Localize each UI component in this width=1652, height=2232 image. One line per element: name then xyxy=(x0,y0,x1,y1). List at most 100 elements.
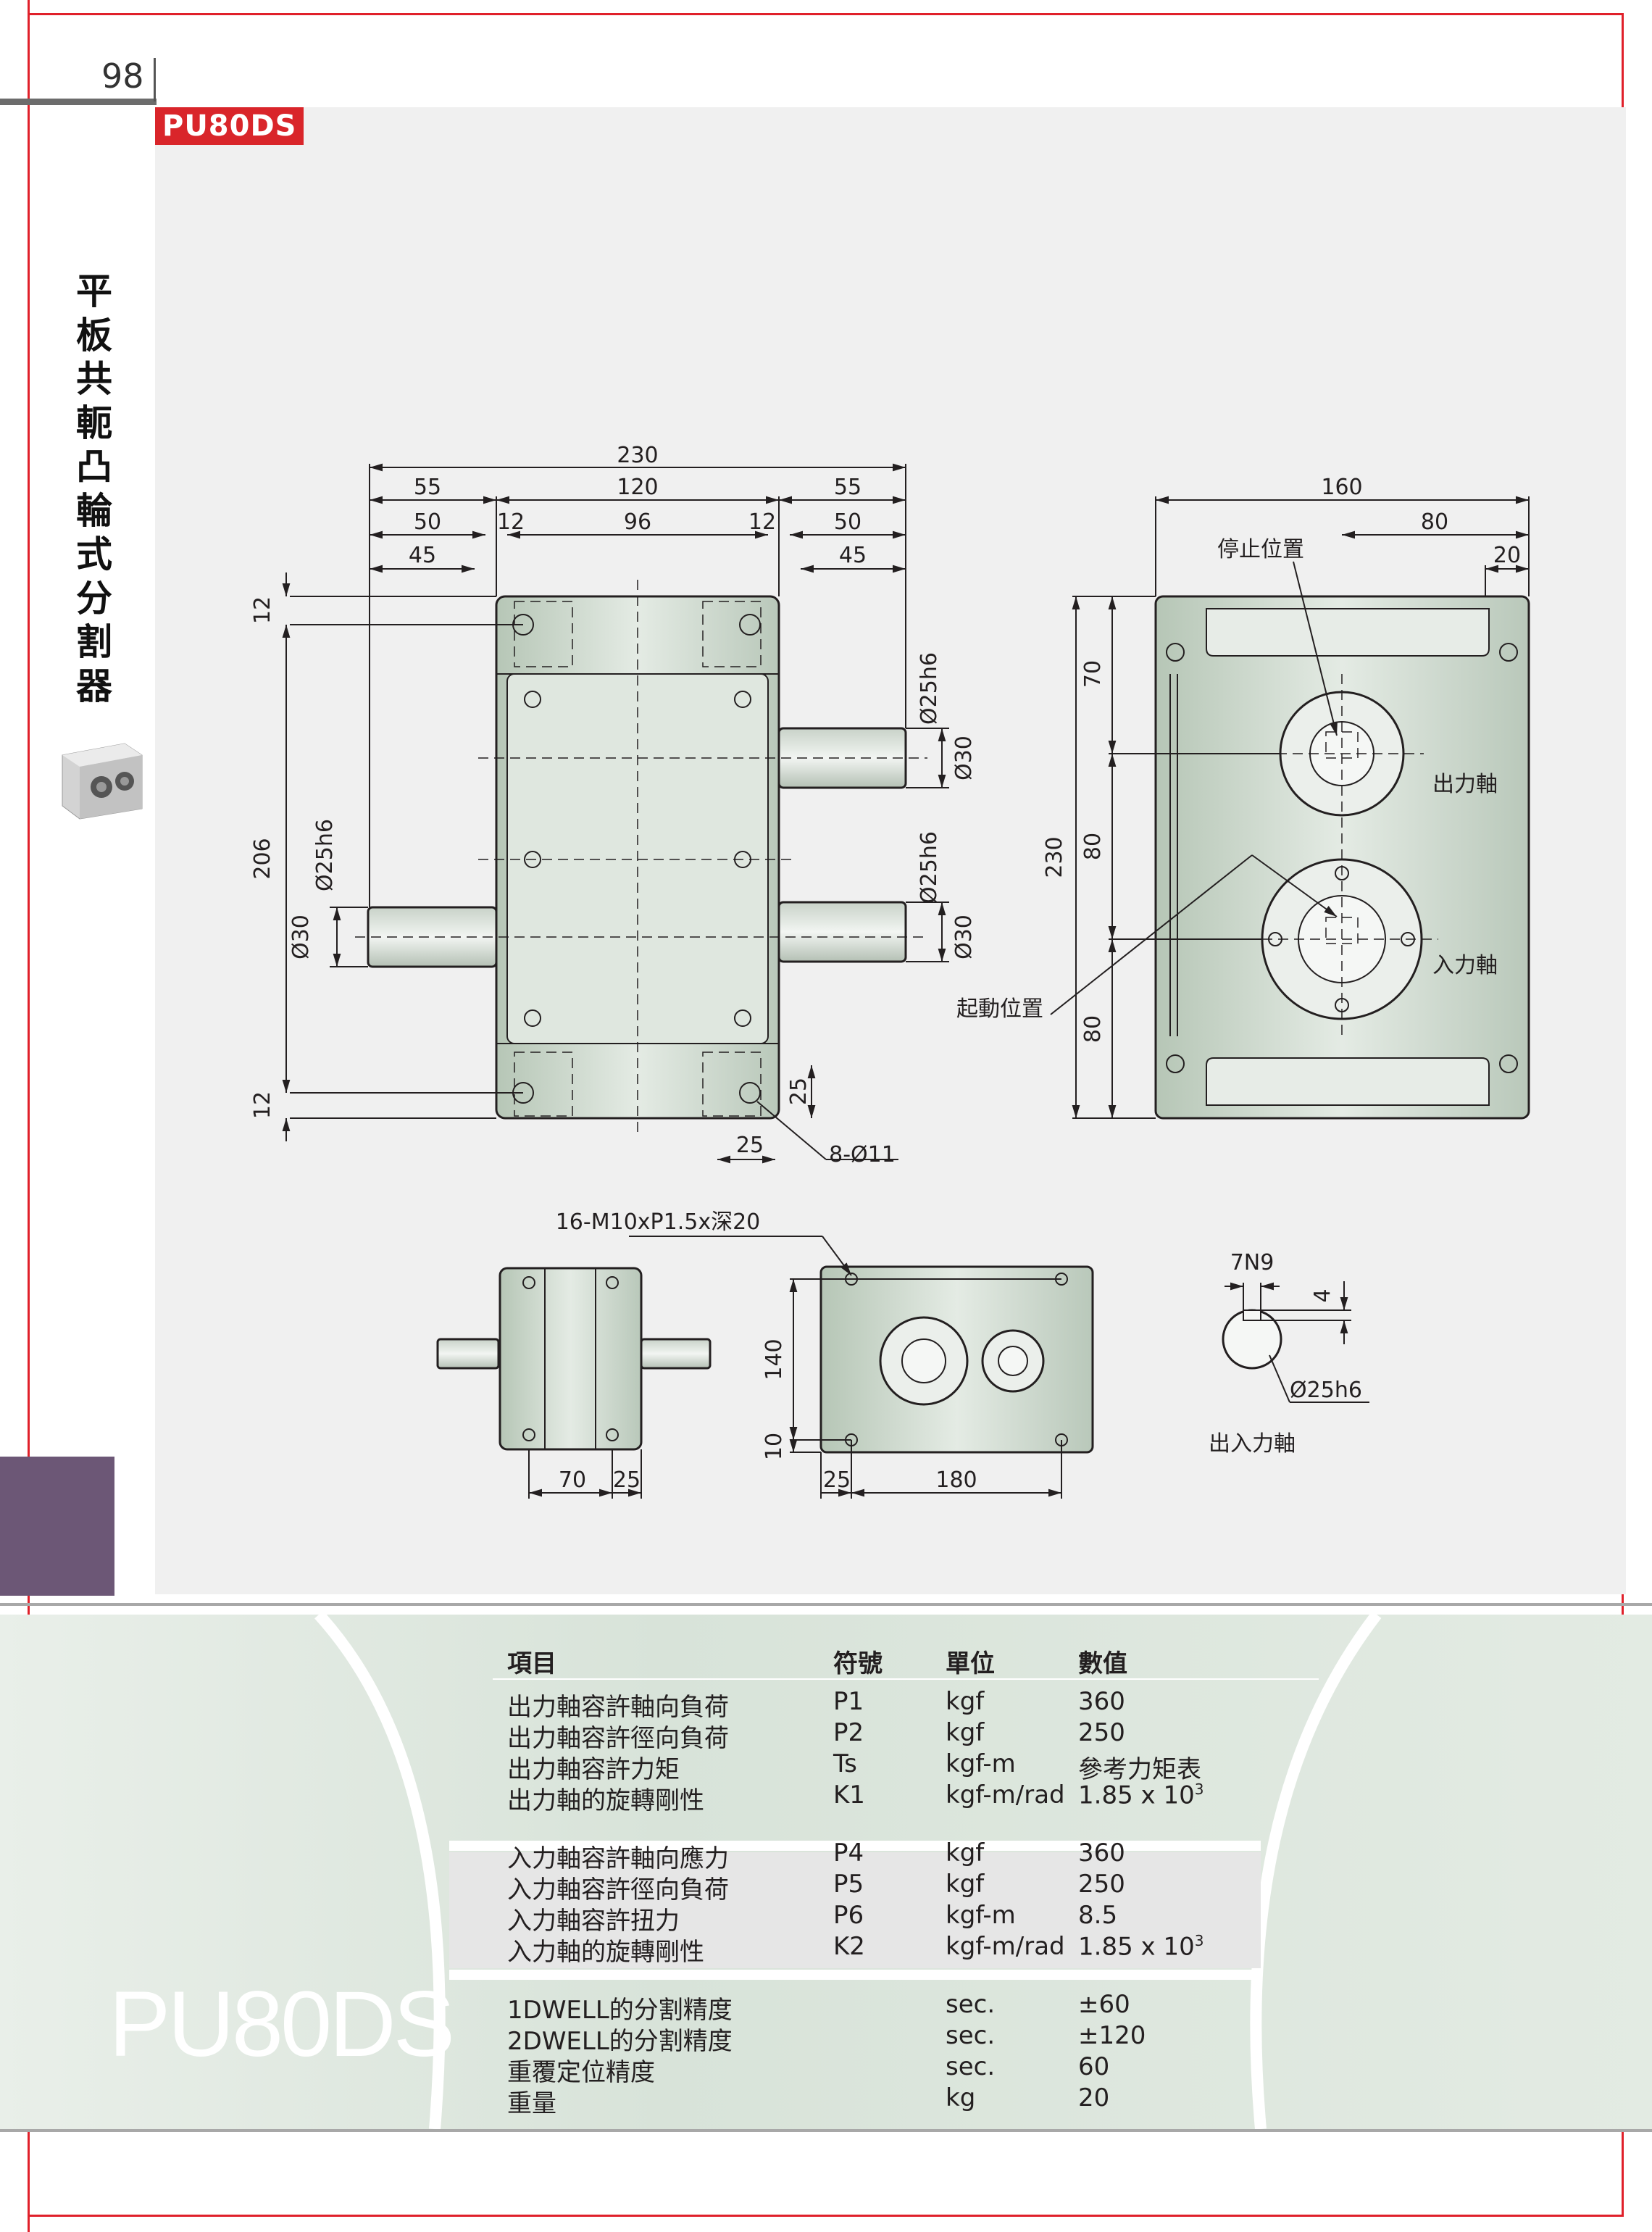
dim-text: 25 xyxy=(613,1467,641,1493)
product-photo xyxy=(62,743,143,820)
model-tag: PU80DS xyxy=(155,107,304,145)
key-label: 7N9 xyxy=(1230,1250,1275,1275)
dim-text: 160 xyxy=(1321,475,1362,500)
dim-text: 20 xyxy=(1493,543,1521,568)
start-position-label: 起動位置 xyxy=(956,996,1043,1022)
dim-text: 230 xyxy=(1042,836,1067,878)
dim-text: 25 xyxy=(823,1467,851,1493)
side-dimension-lines xyxy=(1050,496,1530,1119)
table-row-item: 出力軸容許力矩 xyxy=(507,1755,680,1784)
side-title: 平板共軛凸輪式分割器 xyxy=(76,270,112,707)
front-dimension-labels: 230 55 120 55 50 12 96 12 50 45 45 12 20… xyxy=(250,443,977,1167)
table-row-value: 20 xyxy=(1078,2083,1110,2112)
top-view-small xyxy=(436,1267,712,1451)
dim-text: 70 xyxy=(1080,660,1106,688)
dim-text: Ø30 xyxy=(951,915,977,959)
shaft-diameter-label: Ø25h6 xyxy=(1290,1378,1362,1403)
shaft-detail-dimension-lines xyxy=(1225,1281,1369,1403)
big-model-label: PU80DS xyxy=(109,1973,455,2076)
dim-text: Ø30 xyxy=(288,915,314,959)
table-row-item: 入力軸容許軸向應力 xyxy=(507,1844,729,1873)
table-row-symbol: P1 xyxy=(833,1687,864,1716)
front-view xyxy=(355,580,927,1138)
value-exponent: 3 xyxy=(1194,1781,1204,1798)
header-unit: 單位 xyxy=(946,1649,995,1678)
key-depth-label: 4 xyxy=(1310,1288,1335,1302)
dim-text: 25 xyxy=(736,1133,764,1158)
table-row-value: ±60 xyxy=(1078,1990,1130,2019)
dim-text: Ø25h6 xyxy=(312,819,338,891)
dim-text: 45 xyxy=(409,543,436,568)
table-row-item: 出力軸的旋轉剛性 xyxy=(507,1786,704,1815)
dim-text: Ø30 xyxy=(951,736,977,780)
dim-text: 50 xyxy=(414,509,441,535)
dim-text: 140 xyxy=(762,1338,787,1380)
header-symbol: 符號 xyxy=(833,1649,883,1678)
table-row-unit: kgf-m xyxy=(946,1901,1016,1930)
front-dimension-lines xyxy=(282,463,949,1164)
table-row-unit: sec. xyxy=(946,2052,996,2081)
side-view xyxy=(1154,595,1530,1120)
spec-band xyxy=(0,1615,1652,2129)
table-row-symbol: P4 xyxy=(833,1839,864,1867)
table-row-value: 1.85 x 103 xyxy=(1078,1932,1203,1961)
dim-text: 25 xyxy=(786,1078,812,1105)
dim-text: 12 xyxy=(250,596,275,624)
dim-text: 12 xyxy=(497,509,525,535)
page-border-left xyxy=(28,0,30,2232)
page-border-bottom xyxy=(28,2215,1624,2217)
page-border-top xyxy=(28,13,1624,15)
dim-text: 50 xyxy=(834,509,862,535)
dim-text: Ø25h6 xyxy=(917,831,942,904)
input-shaft-label: 入力軸 xyxy=(1432,953,1498,978)
table-row-item: 入力軸容許扭力 xyxy=(507,1907,680,1936)
table-row-unit: kgf-m xyxy=(946,1749,1016,1778)
table-row-symbol: K2 xyxy=(833,1932,865,1961)
table-row-symbol: K1 xyxy=(833,1781,865,1810)
table-row-item: 重量 xyxy=(507,2089,556,2118)
value-mantissa: 1.85 x 10 xyxy=(1078,1781,1195,1810)
table-row-symbol: P5 xyxy=(833,1870,864,1899)
table-row-unit: sec. xyxy=(946,2021,996,2050)
bottom-view xyxy=(819,1265,1094,1454)
technical-drawing: 230 55 120 55 50 12 96 12 50 45 45 12 20… xyxy=(250,443,1530,1499)
output-shaft-label: 出力軸 xyxy=(1432,772,1498,797)
tapped-holes-label: 16-M10xP1.5x深20 xyxy=(556,1209,761,1235)
table-row-item: 2DWELL的分割精度 xyxy=(507,2027,733,2056)
table-row-item: 出力軸容許軸向負荷 xyxy=(507,1693,729,1722)
dim-text: 206 xyxy=(250,838,275,879)
input-rows-band xyxy=(449,1852,1261,1968)
table-row-unit: sec. xyxy=(946,1990,996,2019)
dim-text: 70 xyxy=(559,1467,586,1493)
table-row-symbol: Ts xyxy=(833,1749,857,1778)
dim-text: 230 xyxy=(617,443,658,468)
table-row-value: 1.85 x 103 xyxy=(1078,1781,1203,1810)
spec-band-decoration xyxy=(314,1615,1382,2129)
shaft-detail-label: 出入力軸 xyxy=(1209,1431,1296,1457)
table-row-unit: kgf xyxy=(946,1718,985,1747)
table-row-value: 250 xyxy=(1078,1870,1125,1899)
table-row-symbol: P2 xyxy=(833,1718,864,1747)
section-tab xyxy=(0,1457,114,1596)
page-number-separator xyxy=(154,58,156,101)
table-row-value: 360 xyxy=(1078,1687,1125,1716)
table-row-symbol: P6 xyxy=(833,1901,864,1930)
shaft-detail xyxy=(1222,1309,1282,1370)
table-row-value: 參考力矩表 xyxy=(1078,1755,1201,1784)
table-row-item: 入力軸容許徑向負荷 xyxy=(507,1875,729,1904)
table-row-unit: kg xyxy=(946,2083,976,2112)
dim-text: 120 xyxy=(617,475,658,500)
top-view-dimension-lines xyxy=(528,1449,642,1499)
page-number: 98 xyxy=(101,57,144,96)
table-row-item: 出力軸容許徑向負荷 xyxy=(507,1724,729,1753)
table-row-unit: kgf-m/rad xyxy=(946,1781,1065,1810)
dim-text: 12 xyxy=(748,509,776,535)
value-exponent: 3 xyxy=(1194,1932,1204,1949)
table-row-value: ±120 xyxy=(1078,2021,1146,2050)
dim-text: 96 xyxy=(624,509,651,535)
header-rule xyxy=(0,99,157,105)
table-row-unit: kgf xyxy=(946,1870,985,1899)
dim-text: 55 xyxy=(834,475,862,500)
dim-text: 45 xyxy=(839,543,867,568)
table-row-value: 250 xyxy=(1078,1718,1125,1747)
